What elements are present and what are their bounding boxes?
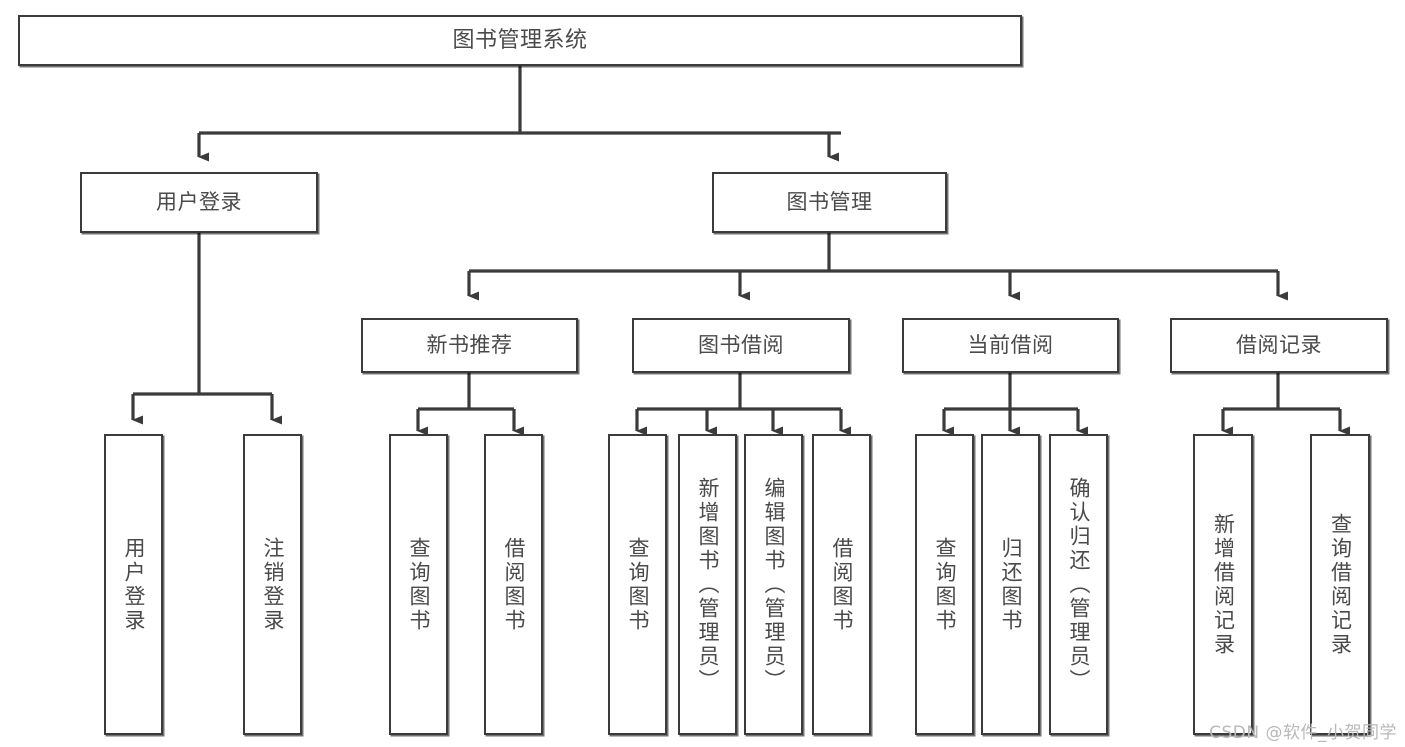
node-book-manage-label: 图书管理 <box>786 190 873 215</box>
node-leaf-borrow-book-1-label: 借阅图书 <box>502 536 526 633</box>
node-current-borrow-label: 当前借阅 <box>967 333 1054 358</box>
node-root-label: 图书管理系统 <box>452 27 588 53</box>
node-leaf-return-book-label: 归还图书 <box>999 536 1023 633</box>
node-user-login[interactable]: 用户登录 <box>80 172 318 233</box>
node-leaf-borrow-book-2-label: 借阅图书 <box>830 536 854 633</box>
node-leaf-add-book-label: 新增图书（管理员） <box>696 476 720 693</box>
node-leaf-add-book[interactable]: 新增图书（管理员） <box>678 434 737 735</box>
node-leaf-borrow-book-1[interactable]: 借阅图书 <box>484 434 543 735</box>
node-leaf-query-book-1[interactable]: 查询图书 <box>389 434 448 735</box>
node-leaf-user-login[interactable]: 用户登录 <box>104 434 163 735</box>
node-leaf-user-login-label: 用户登录 <box>122 536 146 633</box>
node-root-system[interactable]: 图书管理系统 <box>18 15 1022 66</box>
node-leaf-logout-login[interactable]: 注销登录 <box>243 434 302 735</box>
node-borrow-record[interactable]: 借阅记录 <box>1170 318 1388 373</box>
node-leaf-confirm-return[interactable]: 确认归还（管理员） <box>1049 434 1108 735</box>
node-leaf-query-record[interactable]: 查询借阅记录 <box>1310 434 1370 735</box>
node-user-login-label: 用户登录 <box>156 190 242 215</box>
node-new-book-recommend-label: 新书推荐 <box>426 333 513 358</box>
node-book-manage[interactable]: 图书管理 <box>712 172 947 233</box>
node-leaf-query-book-2-label: 查询图书 <box>626 536 650 633</box>
node-book-borrow[interactable]: 图书借阅 <box>632 318 850 373</box>
csdn-watermark: CSDN @软件_小贺同学 <box>1209 723 1397 743</box>
node-leaf-return-book[interactable]: 归还图书 <box>981 434 1040 735</box>
node-leaf-confirm-return-label: 确认归还（管理员） <box>1067 476 1091 693</box>
node-leaf-query-book-3-label: 查询图书 <box>933 536 957 633</box>
node-leaf-query-book-2[interactable]: 查询图书 <box>608 434 667 735</box>
node-leaf-edit-book-label: 编辑图书（管理员） <box>762 476 786 693</box>
node-new-book-recommend[interactable]: 新书推荐 <box>361 318 578 373</box>
node-leaf-borrow-book-2[interactable]: 借阅图书 <box>812 434 871 735</box>
node-borrow-record-label: 借阅记录 <box>1236 333 1322 358</box>
node-leaf-query-book-1-label: 查询图书 <box>407 536 431 633</box>
node-leaf-logout-login-label: 注销登录 <box>261 536 285 633</box>
node-leaf-query-record-label: 查询借阅记录 <box>1328 512 1353 657</box>
node-leaf-edit-book[interactable]: 编辑图书（管理员） <box>744 434 803 735</box>
node-leaf-query-book-3[interactable]: 查询图书 <box>915 434 974 735</box>
node-leaf-add-record-label: 新增借阅记录 <box>1211 512 1236 657</box>
node-current-borrow[interactable]: 当前借阅 <box>902 318 1119 373</box>
node-leaf-add-record[interactable]: 新增借阅记录 <box>1193 434 1253 735</box>
node-book-borrow-label: 图书借阅 <box>698 333 784 358</box>
